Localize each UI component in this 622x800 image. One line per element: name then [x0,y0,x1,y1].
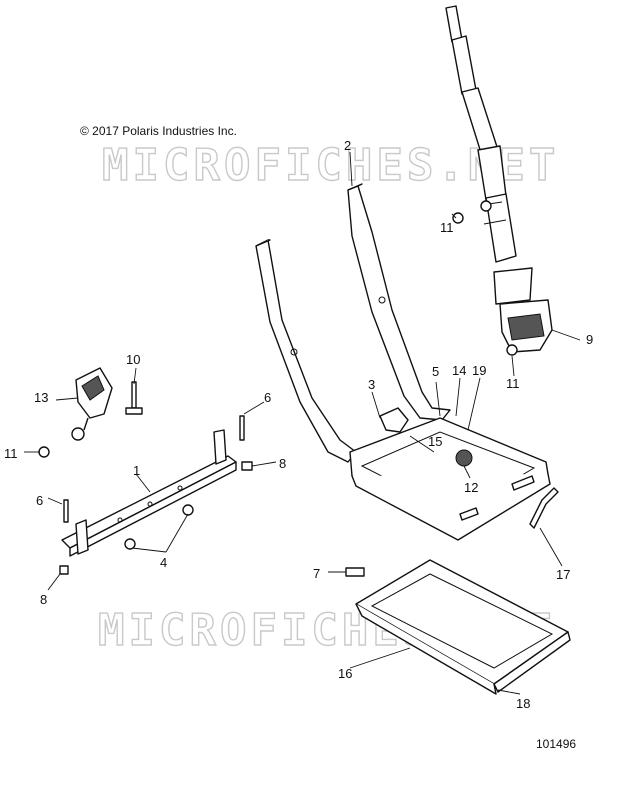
hardware [38,212,559,577]
leader-lines [24,151,581,695]
callout-14: 14 [452,363,466,378]
seat-belt-assembly [445,5,553,353]
callout-16: 16 [338,666,352,681]
callout-labels: 1 2 3 4 5 6 6 7 8 8 9 10 11 11 11 12 13 … [4,138,593,711]
callout-1: 1 [133,463,140,478]
callout-11a: 11 [440,220,454,235]
callout-6b: 6 [36,493,43,508]
callout-8b: 8 [40,592,47,607]
callout-15: 15 [428,434,442,449]
callout-11c: 11 [4,446,18,461]
callout-9: 9 [586,332,593,347]
figure-number: 101496 [536,737,577,751]
callout-7: 7 [313,566,320,581]
callout-5: 5 [432,364,439,379]
seat-base-plate [355,559,571,695]
callout-19: 19 [472,363,486,378]
callout-12: 12 [464,480,478,495]
seat-frame [255,183,551,541]
callout-18: 18 [516,696,530,711]
callout-13: 13 [34,390,48,405]
copyright-notice: © 2017 Polaris Industries Inc. [80,124,237,138]
callout-11b: 11 [506,376,520,391]
callout-3: 3 [368,377,375,392]
callout-4: 4 [160,555,167,570]
callout-17: 17 [556,567,570,582]
callout-2: 2 [344,138,351,153]
callout-6a: 6 [264,390,271,405]
seat-rail [61,429,237,557]
seat-belt-buckle [71,367,113,441]
callout-10: 10 [126,352,140,367]
callout-8a: 8 [279,456,286,471]
